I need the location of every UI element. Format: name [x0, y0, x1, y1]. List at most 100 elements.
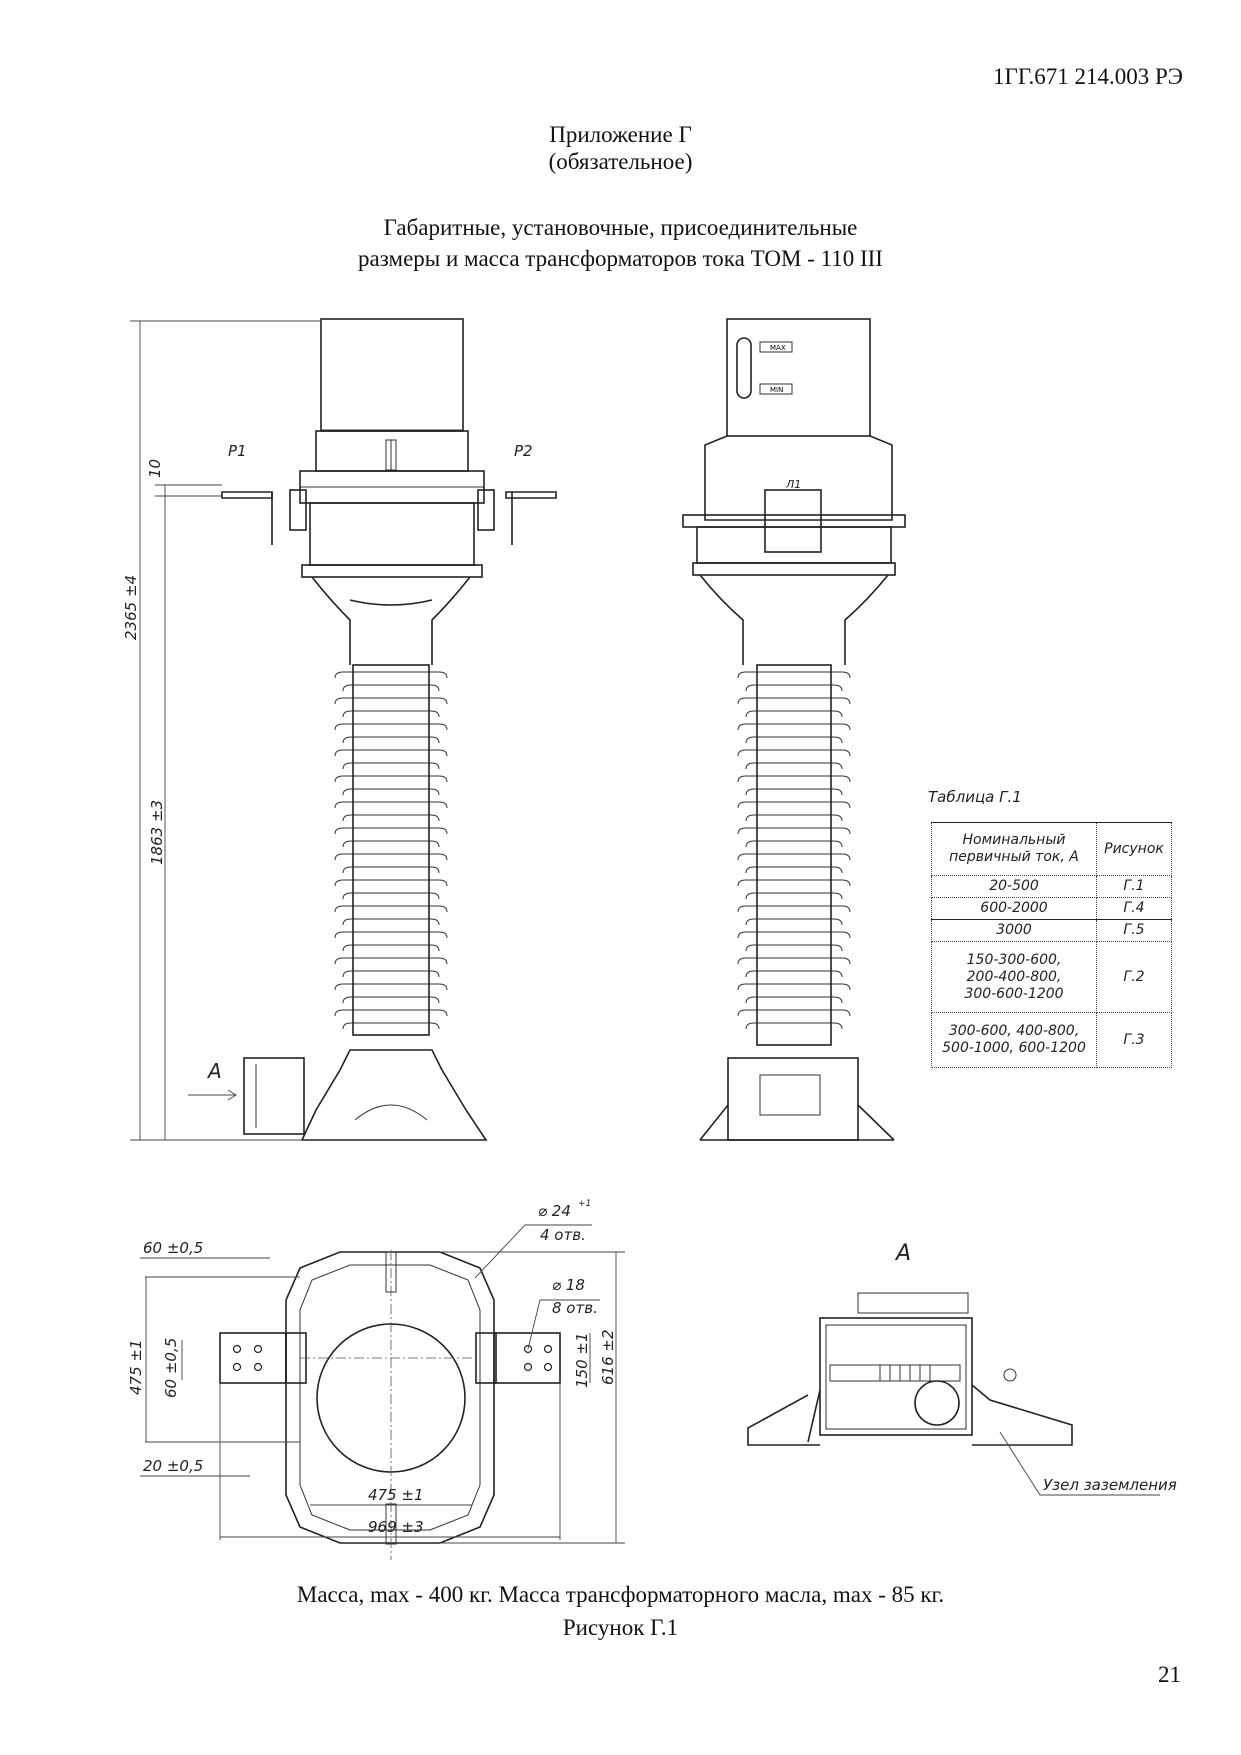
- insulator-shed: [342, 710, 440, 718]
- insulator-shed: [737, 879, 851, 887]
- insulator-shed: [334, 723, 448, 731]
- dim-475-vertical: 475 ±1: [127, 1339, 145, 1395]
- appendix-title: Приложение Г: [549, 122, 692, 147]
- insulator-shed: [745, 814, 843, 822]
- view-a: A Узел заземления: [747, 1241, 1177, 1496]
- insulator-shed: [737, 983, 851, 991]
- insulator-shed: [334, 671, 448, 679]
- dim-20: 20 ±0,5: [143, 1457, 203, 1475]
- terminal-label: Л1: [785, 478, 801, 491]
- hole-24-label: ⌀ 24: [538, 1202, 571, 1220]
- hole-18-count: 8 отв.: [552, 1299, 598, 1317]
- cell-current: 300-600, 400-800, 500-1000, 600-1200: [931, 1012, 1097, 1068]
- insulator-shed: [745, 944, 843, 952]
- dim-150: 150 ±1: [573, 1332, 591, 1388]
- cell-current: 20-500: [931, 875, 1097, 898]
- insulator-shed: [737, 749, 851, 757]
- insulator-shed: [745, 970, 843, 978]
- insulator-shed: [342, 840, 440, 848]
- current-figure-table: Номинальный первичный ток, А Рисунок 20-…: [931, 822, 1172, 1068]
- insulator-shed: [745, 684, 843, 692]
- insulator-shed: [737, 853, 851, 861]
- insulator-shed: [342, 814, 440, 822]
- hole-24-count: 4 отв.: [540, 1226, 586, 1244]
- insulator-shed: [737, 957, 851, 965]
- insulator-shed: [745, 710, 843, 718]
- page-number: 21: [1158, 1662, 1181, 1687]
- dim-60-top: 60 ±0,5: [143, 1239, 203, 1257]
- label-p1: P1: [228, 442, 247, 460]
- insulator-shed: [334, 827, 448, 835]
- insulator-shed: [342, 762, 440, 770]
- table-header-row: Номинальный первичный ток, А Рисунок: [931, 822, 1172, 876]
- insulator-shed: [334, 983, 448, 991]
- insulator-shed: [334, 957, 448, 965]
- table-caption: Таблица Г.1: [928, 788, 1022, 806]
- insulator-shed: [737, 671, 851, 679]
- side-view: 10 2365 ±4 1863 ±3 P1 P2 A: [122, 318, 557, 1141]
- dim-969: 969 ±3: [368, 1518, 424, 1536]
- insulator-shed: [342, 892, 440, 900]
- insulator-shed: [737, 801, 851, 809]
- insulator-shed: [745, 1022, 843, 1030]
- figure-caption: Рисунок Г.1: [562, 1615, 679, 1640]
- insulator-shed: [342, 944, 440, 952]
- plan-view: 60 ±0,5 475 ±1 60 ±0,5 20 ±0,5 475 ±1 96…: [127, 1199, 625, 1560]
- cell-figure: Г.2: [1096, 941, 1172, 1013]
- insulator-shed: [745, 996, 843, 1004]
- cell-figure: Г.5: [1096, 919, 1172, 942]
- mass-caption: Масса, max - 400 кг. Масса трансформатор…: [296, 1582, 945, 1607]
- insulator-shed: [745, 762, 843, 770]
- label-p2: P2: [514, 442, 533, 460]
- gauge-max-label: MAX: [770, 344, 786, 352]
- insulator-shed: [334, 853, 448, 861]
- insulator-shed: [342, 788, 440, 796]
- insulator-shed: [342, 970, 440, 978]
- dim-60-vertical: 60 ±0,5: [162, 1338, 180, 1398]
- cell-figure: Г.1: [1096, 875, 1172, 898]
- insulator-shed: [334, 1009, 448, 1017]
- cell-figure: Г.3: [1096, 1012, 1172, 1068]
- dim-475-horizontal: 475 ±1: [368, 1486, 424, 1504]
- cell-figure: Г.4: [1096, 897, 1172, 920]
- insulator-shed: [334, 749, 448, 757]
- insulator-shed: [745, 892, 843, 900]
- dim-1863: 1863 ±3: [148, 800, 166, 865]
- header-rated-current: Номинальный первичный ток, А: [931, 822, 1097, 876]
- hole-24-tolerance: +1: [578, 1199, 591, 1209]
- view-a-title: A: [894, 1241, 911, 1266]
- insulator-shed: [745, 918, 843, 926]
- insulator-shed: [334, 697, 448, 705]
- insulator-shed: [745, 788, 843, 796]
- dim-616: 616 ±2: [599, 1329, 617, 1385]
- gauge-min-label: MIN: [770, 386, 783, 394]
- hole-18-label: ⌀ 18: [552, 1276, 585, 1294]
- dim-2365: 2365 ±4: [122, 575, 140, 640]
- insulator-shed: [737, 905, 851, 913]
- heading-line-2: размеры и масса трансформаторов тока ТОМ…: [358, 246, 883, 271]
- insulator-shed: [737, 723, 851, 731]
- insulator-shed: [737, 827, 851, 835]
- front-view: MAX MIN Л1: [682, 318, 906, 1141]
- insulator-shed: [342, 736, 440, 744]
- insulator-shed: [737, 697, 851, 705]
- grounding-label: Узел заземления: [1043, 1476, 1177, 1494]
- insulator-shed: [745, 866, 843, 874]
- header-figure: Рисунок: [1096, 822, 1172, 876]
- insulator-shed: [737, 1009, 851, 1017]
- document-number: 1ГГ.671 214.003 РЭ: [993, 64, 1183, 89]
- insulator-shed: [342, 996, 440, 1004]
- insulator-shed: [737, 775, 851, 783]
- insulator-shed: [342, 684, 440, 692]
- insulator-shed: [342, 918, 440, 926]
- insulator-shed: [745, 736, 843, 744]
- insulator-shed: [342, 1022, 440, 1030]
- appendix-subtitle: (обязательное): [548, 149, 693, 174]
- insulator-shed: [334, 905, 448, 913]
